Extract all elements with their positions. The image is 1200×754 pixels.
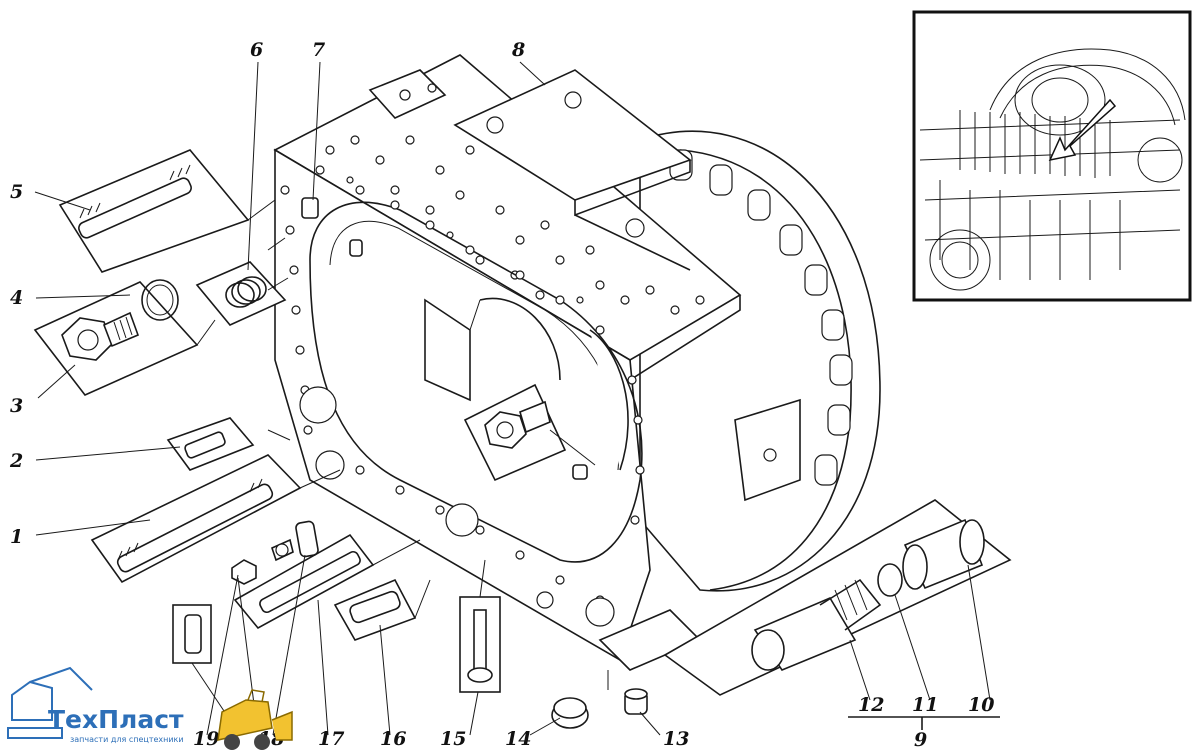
callout-8: 8 — [511, 39, 525, 61]
excavator-icon — [7, 666, 93, 739]
part-6-spring — [195, 261, 287, 326]
part-18-pin — [295, 520, 319, 558]
callout-14: 14 — [505, 728, 531, 750]
callout-numbers: 5 4 3 2 1 6 7 8 19 18 17 16 15 14 13 12 … — [9, 39, 994, 751]
part-4-ring — [141, 279, 179, 321]
part-nut — [231, 559, 257, 585]
part-fitting-mounted — [463, 383, 567, 482]
callout-3: 3 — [10, 395, 23, 417]
callout-9: 9 — [914, 729, 927, 751]
part-14-plug — [551, 697, 589, 729]
callout-6: 6 — [250, 39, 263, 61]
loader-icon — [217, 689, 293, 750]
part-16-sleeve — [333, 578, 417, 641]
callout-4: 4 — [10, 287, 23, 309]
part-small-stud — [172, 604, 212, 664]
callout-2: 2 — [9, 450, 23, 472]
callout-13: 13 — [663, 728, 689, 750]
callout-1: 1 — [10, 526, 23, 548]
techplast-logo: ТехПласт запчасти для спецтехники — [7, 666, 293, 750]
callout-12: 12 — [858, 694, 884, 716]
part-9-assembly — [663, 499, 1012, 730]
part-3-fitting — [33, 281, 199, 396]
callout-19: 19 — [193, 728, 219, 750]
logo-name: ТехПласт — [48, 705, 184, 734]
callout-15: 15 — [440, 728, 466, 750]
callout-7: 7 — [312, 39, 325, 61]
gearbox-housing — [273, 54, 881, 671]
part-10-sleeve — [902, 518, 985, 590]
part-13-plug — [624, 688, 648, 715]
part-2-stud — [166, 417, 255, 471]
part-19-clip — [271, 538, 294, 562]
callout-5: 5 — [10, 181, 23, 203]
part-11-washer — [877, 563, 903, 597]
callout-10: 10 — [968, 694, 994, 716]
part-15-bolt — [459, 596, 501, 693]
logo-tagline: запчасти для спецтехники — [70, 735, 184, 744]
callout-17: 17 — [318, 728, 344, 750]
part-5-stud — [58, 149, 250, 273]
part-1-stud — [90, 454, 302, 584]
part-12-sleeve — [751, 578, 882, 671]
callout-11: 11 — [912, 694, 938, 716]
callout-16: 16 — [380, 728, 406, 750]
inset-engine-photo — [912, 10, 1192, 302]
part-17-stud — [233, 533, 375, 630]
